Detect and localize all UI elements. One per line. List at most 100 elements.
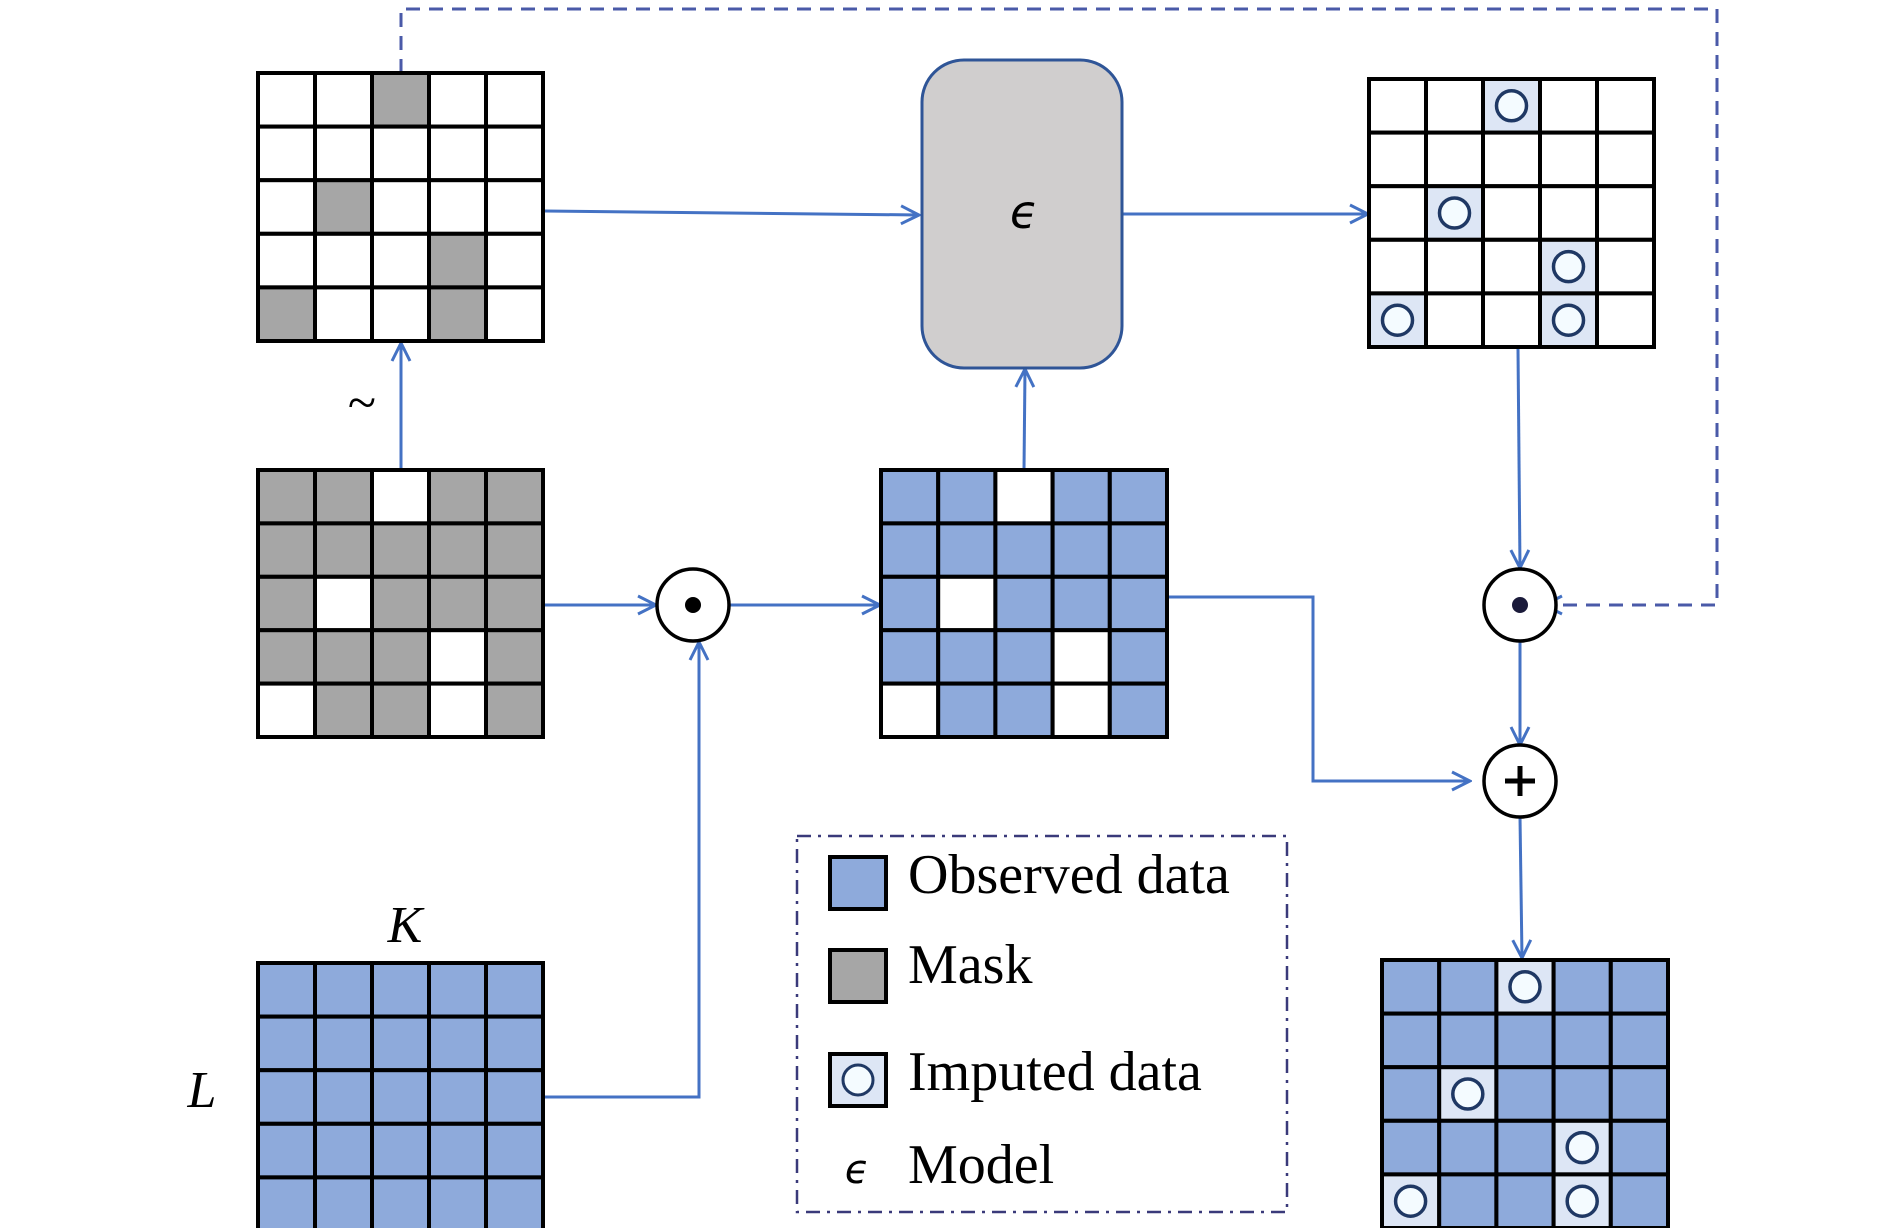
grid-cell-observed: [256, 961, 317, 1019]
grid-cell-empty: [427, 681, 488, 739]
grid-cell-empty: [256, 178, 317, 236]
grid-input-data: [256, 961, 545, 1228]
grid-cell-observed: [1494, 1118, 1556, 1177]
connectors: [401, 7, 1719, 1099]
grid-cell-empty: [1595, 291, 1656, 349]
grid-cell-observed: [1050, 574, 1112, 633]
grid-cell-empty: [1538, 184, 1599, 242]
grid-cell-empty: [1595, 184, 1656, 242]
legend-label-observed: Observed data: [908, 844, 1230, 906]
grid-cell-observed: [313, 1175, 374, 1228]
grid-cell-empty: [427, 628, 488, 686]
grid-cell-observed: [1107, 521, 1170, 579]
grid-cell-observed: [370, 1175, 431, 1228]
grid-cell-observed: [313, 961, 374, 1019]
legend-item-observed: Observed data: [828, 844, 1230, 911]
grid-cell-mask: [313, 628, 374, 686]
tilde-label: ~: [348, 375, 376, 432]
grid-cell-observed: [1437, 1118, 1499, 1177]
grid-cell-observed: [1050, 521, 1112, 579]
grid-cell-observed: [256, 1014, 317, 1073]
grid-cell-empty: [313, 231, 374, 290]
grid-cell-mask: [484, 681, 545, 739]
grid-cell-observed: [427, 1014, 488, 1073]
grid-cell-observed: [1494, 1011, 1556, 1070]
legend-label-mask: Mask: [908, 934, 1032, 996]
grid-cell-observed: [484, 1014, 545, 1073]
grid-cell-mask: [313, 468, 374, 526]
grid-cell-observed: [1380, 1118, 1442, 1177]
grid-cell-empty: [313, 124, 374, 183]
grid-cell-observed: [427, 1175, 488, 1228]
grid-cell-observed: [1551, 958, 1613, 1016]
grid-cell-observed: [879, 574, 941, 633]
imputed-ring-icon: [1551, 303, 1586, 337]
arrow-sampled-to-model: [544, 211, 919, 215]
grid-cell-observed: [1380, 1065, 1442, 1123]
imputed-ring-icon: [1393, 1184, 1428, 1218]
grid-cell-empty: [1050, 628, 1112, 686]
grid-cell-empty: [1367, 77, 1428, 135]
grid-cell-observed: [879, 521, 941, 579]
grid-cell-empty: [370, 468, 431, 526]
grid-cell-empty: [1481, 130, 1542, 189]
legend-item-mask: Mask: [828, 934, 1032, 1004]
imputed-ring-icon: [1437, 196, 1472, 230]
grid-cell-observed: [313, 1121, 374, 1180]
grid-cell-mask: [256, 574, 317, 633]
l-axis-label: L: [187, 1062, 217, 1119]
grid-cell-observed: [1608, 1118, 1671, 1177]
grid-cell-mask: [313, 681, 374, 739]
grid-cell-mask: [370, 71, 431, 129]
grid-cell-empty: [370, 178, 431, 236]
grid-cell-observed: [936, 628, 998, 686]
grid-cell-observed: [256, 1175, 317, 1228]
grid-cell-empty: [370, 231, 431, 290]
grid-cell-empty: [313, 71, 374, 129]
imputed-ring-icon: [1565, 1184, 1599, 1218]
grid-cell-empty: [427, 178, 488, 236]
grid-cell-empty: [256, 71, 317, 129]
grid-cell-mask: [484, 468, 545, 526]
grid-cell-empty: [1424, 291, 1485, 349]
legend-swatch-observed: [828, 855, 888, 911]
grid-cell-observed: [936, 521, 998, 579]
grid-cell-observed: [1437, 958, 1499, 1016]
grid-cell-observed: [256, 1121, 317, 1180]
hadamard-product-left: [655, 567, 731, 643]
grid-cell-observed: [484, 1175, 545, 1228]
grid-cell-mask: [427, 521, 488, 579]
grid-cell-observed: [370, 961, 431, 1019]
grid-masked-observed: [879, 468, 1170, 739]
grid-cell-empty: [484, 71, 545, 129]
grid-cell-empty: [313, 574, 374, 633]
hadamard-product-right: [1482, 567, 1558, 643]
grid-cell-observed: [1437, 1011, 1499, 1070]
imputed-ring-icon: [841, 1063, 875, 1097]
imputed-ring-icon: [1551, 249, 1586, 284]
grid-cell-observed: [484, 1121, 545, 1180]
model-symbol: ϵ: [1010, 185, 1038, 239]
grid-cell-observed: [993, 628, 1055, 686]
grid-cell-mask: [313, 178, 374, 236]
legend: Observed data Mask Imputed data ϵ Model: [795, 834, 1289, 1214]
grid-cell-observed: [1107, 681, 1170, 739]
grid-cell-observed: [1107, 628, 1170, 686]
grid-cell-observed: [1380, 958, 1442, 1016]
grid-cell-empty: [879, 681, 941, 739]
grid-cell-empty: [313, 285, 374, 343]
grid-cell-empty: [1367, 184, 1428, 242]
grid-cell-empty: [1595, 77, 1656, 135]
grid-cell-mask: [427, 231, 488, 290]
grid-cell-observed: [1107, 468, 1170, 526]
grid-cell-observed: [1608, 1011, 1671, 1070]
grid-cell-empty: [1538, 130, 1599, 189]
grid-cell-empty: [1481, 184, 1542, 242]
grid-cell-observed: [879, 628, 941, 686]
hadamard-dot-icon: [1512, 597, 1528, 613]
grid-cell-empty: [1050, 681, 1112, 739]
legend-swatch-mask: [828, 948, 888, 1004]
grid-cell-observed: [484, 1068, 545, 1126]
imputed-ring-icon: [1494, 89, 1529, 123]
